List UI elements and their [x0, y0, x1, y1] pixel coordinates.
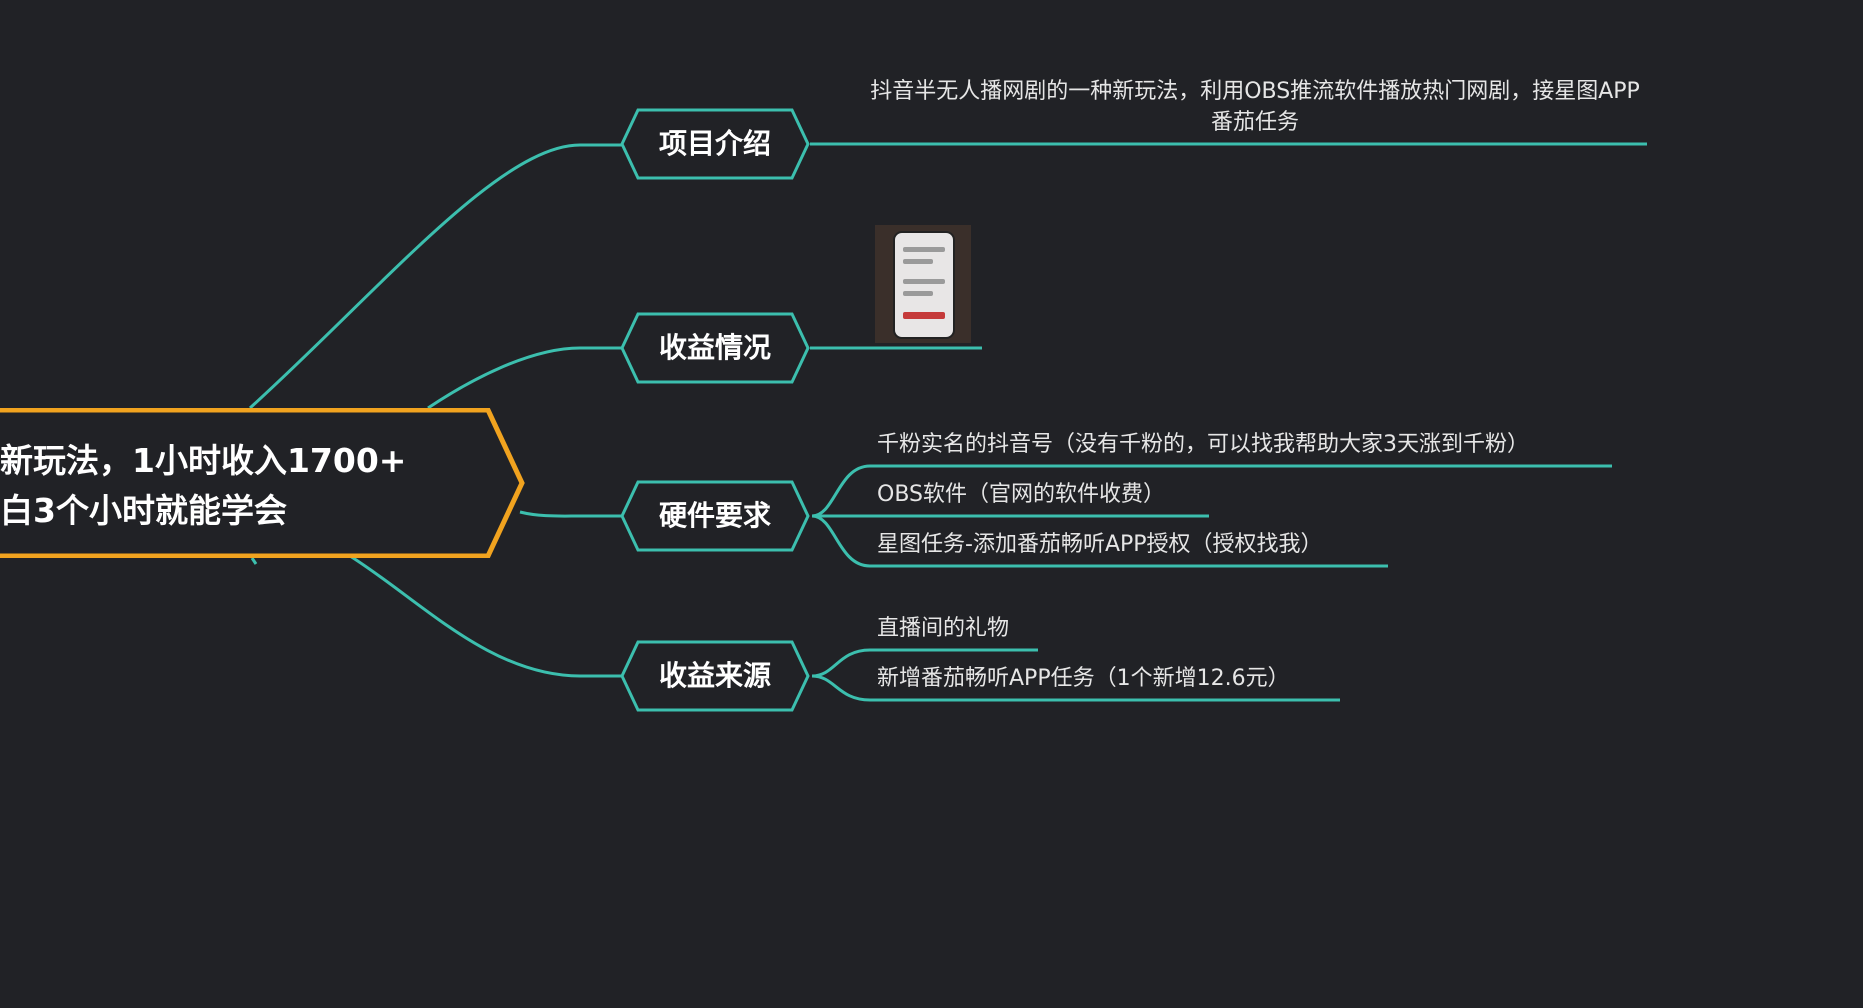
- topic-shape: [620, 108, 810, 180]
- branch-line-stub: [250, 557, 258, 565]
- branch-line-4: [349, 554, 625, 678]
- central-topic-shape: [0, 408, 525, 558]
- leaf-xingtu-task[interactable]: 星图任务-添加番茄畅听APP授权（授权找我）: [877, 532, 1323, 557]
- earnings-screenshot-image[interactable]: [875, 225, 971, 343]
- phone-line: [903, 247, 945, 252]
- topic-shape: [620, 480, 810, 552]
- leaf-connector-4a: [811, 648, 1038, 678]
- topic-label: 硬件要求: [658, 499, 771, 532]
- leaf-fanqie-app-task[interactable]: 新增番茄畅听APP任务（1个新增12.6元）: [877, 666, 1290, 691]
- phone-icon: [893, 231, 955, 339]
- leaf-live-gifts[interactable]: 直播间的礼物: [877, 616, 1010, 641]
- phone-red-button: [903, 312, 945, 319]
- leaf-obs-software[interactable]: OBS软件（官网的软件收费）: [877, 482, 1165, 507]
- topic-label: 收益情况: [658, 331, 771, 364]
- leaf-connector-3a: [811, 464, 1612, 518]
- topic-shape: [620, 640, 810, 712]
- topic-project-intro[interactable]: 项目介绍: [620, 108, 810, 180]
- leaf-project-intro[interactable]: 抖音半无人播网剧的一种新玩法，利用OBS推流软件播放热门网剧，接星图APP番茄任…: [870, 79, 1640, 135]
- phone-line: [903, 259, 933, 264]
- topic-label: 收益来源: [658, 659, 771, 692]
- phone-line: [903, 279, 945, 284]
- branch-line-3: [519, 510, 625, 518]
- topic-earnings[interactable]: 收益情况: [620, 312, 810, 384]
- topic-label: 项目介绍: [658, 127, 771, 160]
- topic-shape: [620, 312, 810, 384]
- topic-income-sources[interactable]: 收益来源: [620, 640, 810, 712]
- central-topic-line-2: 白3个小时就能学会: [0, 491, 287, 530]
- branch-line-1: [248, 143, 625, 410]
- branch-line-2: [427, 346, 625, 410]
- leaf-connector-4b: [811, 674, 1340, 702]
- phone-line: [903, 291, 933, 296]
- leaf-connector-3c: [811, 514, 1388, 568]
- topic-hardware-requirements[interactable]: 硬件要求: [620, 480, 810, 552]
- central-topic-line-1: 新玩法，1小时收入1700+: [0, 441, 407, 480]
- central-topic[interactable]: 新玩法，1小时收入1700+ 白3个小时就能学会: [0, 408, 525, 558]
- central-topic-text: 新玩法，1小时收入1700+ 白3个小时就能学会: [0, 436, 406, 536]
- leaf-douyin-account[interactable]: 千粉实名的抖音号（没有千粉的，可以找我帮助大家3天涨到千粉）: [877, 432, 1529, 457]
